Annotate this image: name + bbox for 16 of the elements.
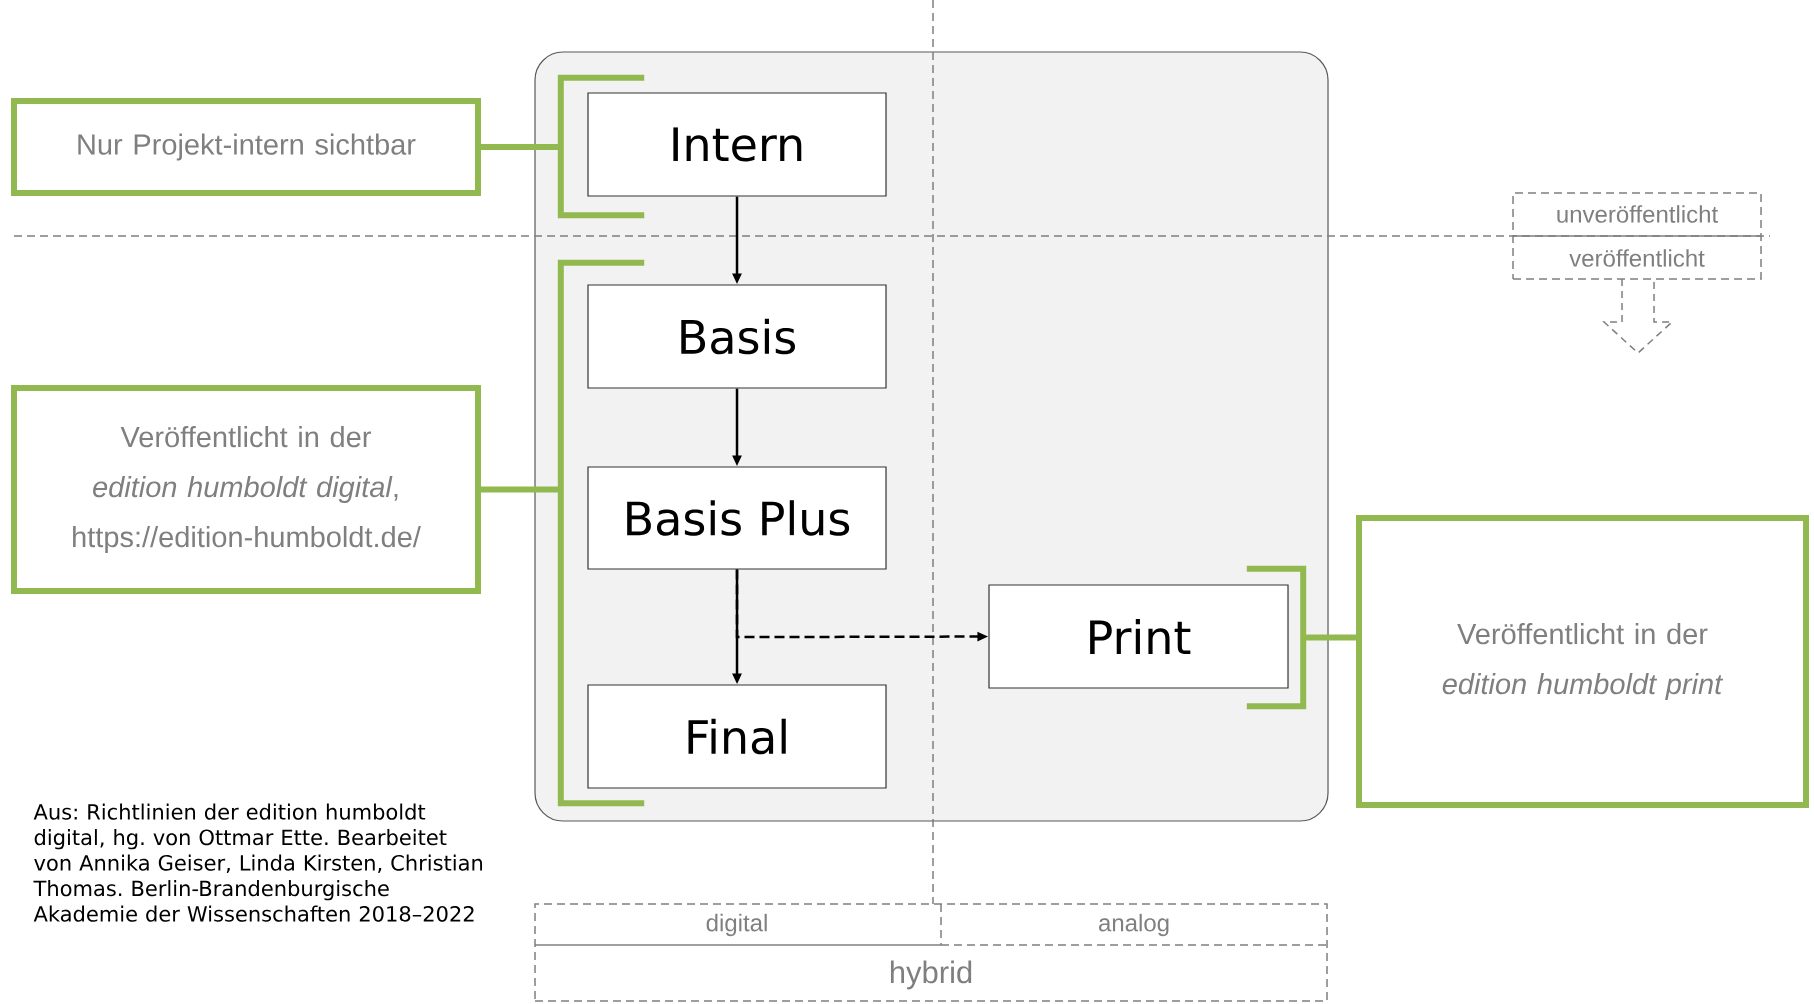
callout-box: Veröffentlicht in der edition humboldt print: [1356, 515, 1810, 808]
callout-box: Nur Projekt-intern sichtbar: [11, 98, 481, 196]
process-box: Print: [988, 584, 1289, 689]
category-box: digital analog hybrid: [534, 903, 1328, 1002]
bracket: [1246, 565, 1307, 710]
leader-line: [1303, 634, 1356, 641]
status-box: unveröffentlicht veröffentlicht: [1512, 192, 1762, 280]
process-box: Basis: [587, 284, 887, 389]
leader-line: [481, 486, 561, 493]
process-box: Final: [587, 684, 887, 789]
bracket: [557, 74, 645, 219]
callout-box: Veröffentlicht in der edition humboldt digital, https://edition-humboldt.de/: [11, 385, 481, 594]
leader-line: [481, 144, 561, 150]
process-box: Intern: [587, 92, 887, 197]
caption: Aus: Richtlinien der edition humboldt digital, hg. von Ottmar Ette. Bearbeitet von Annika Geiser, Linda Kirsten, Christian Thomas. Berlin-Brandenburgische Akademie der Wissenschaften 2018–2022: [33, 803, 483, 922]
process-box: Basis Plus: [587, 466, 887, 570]
